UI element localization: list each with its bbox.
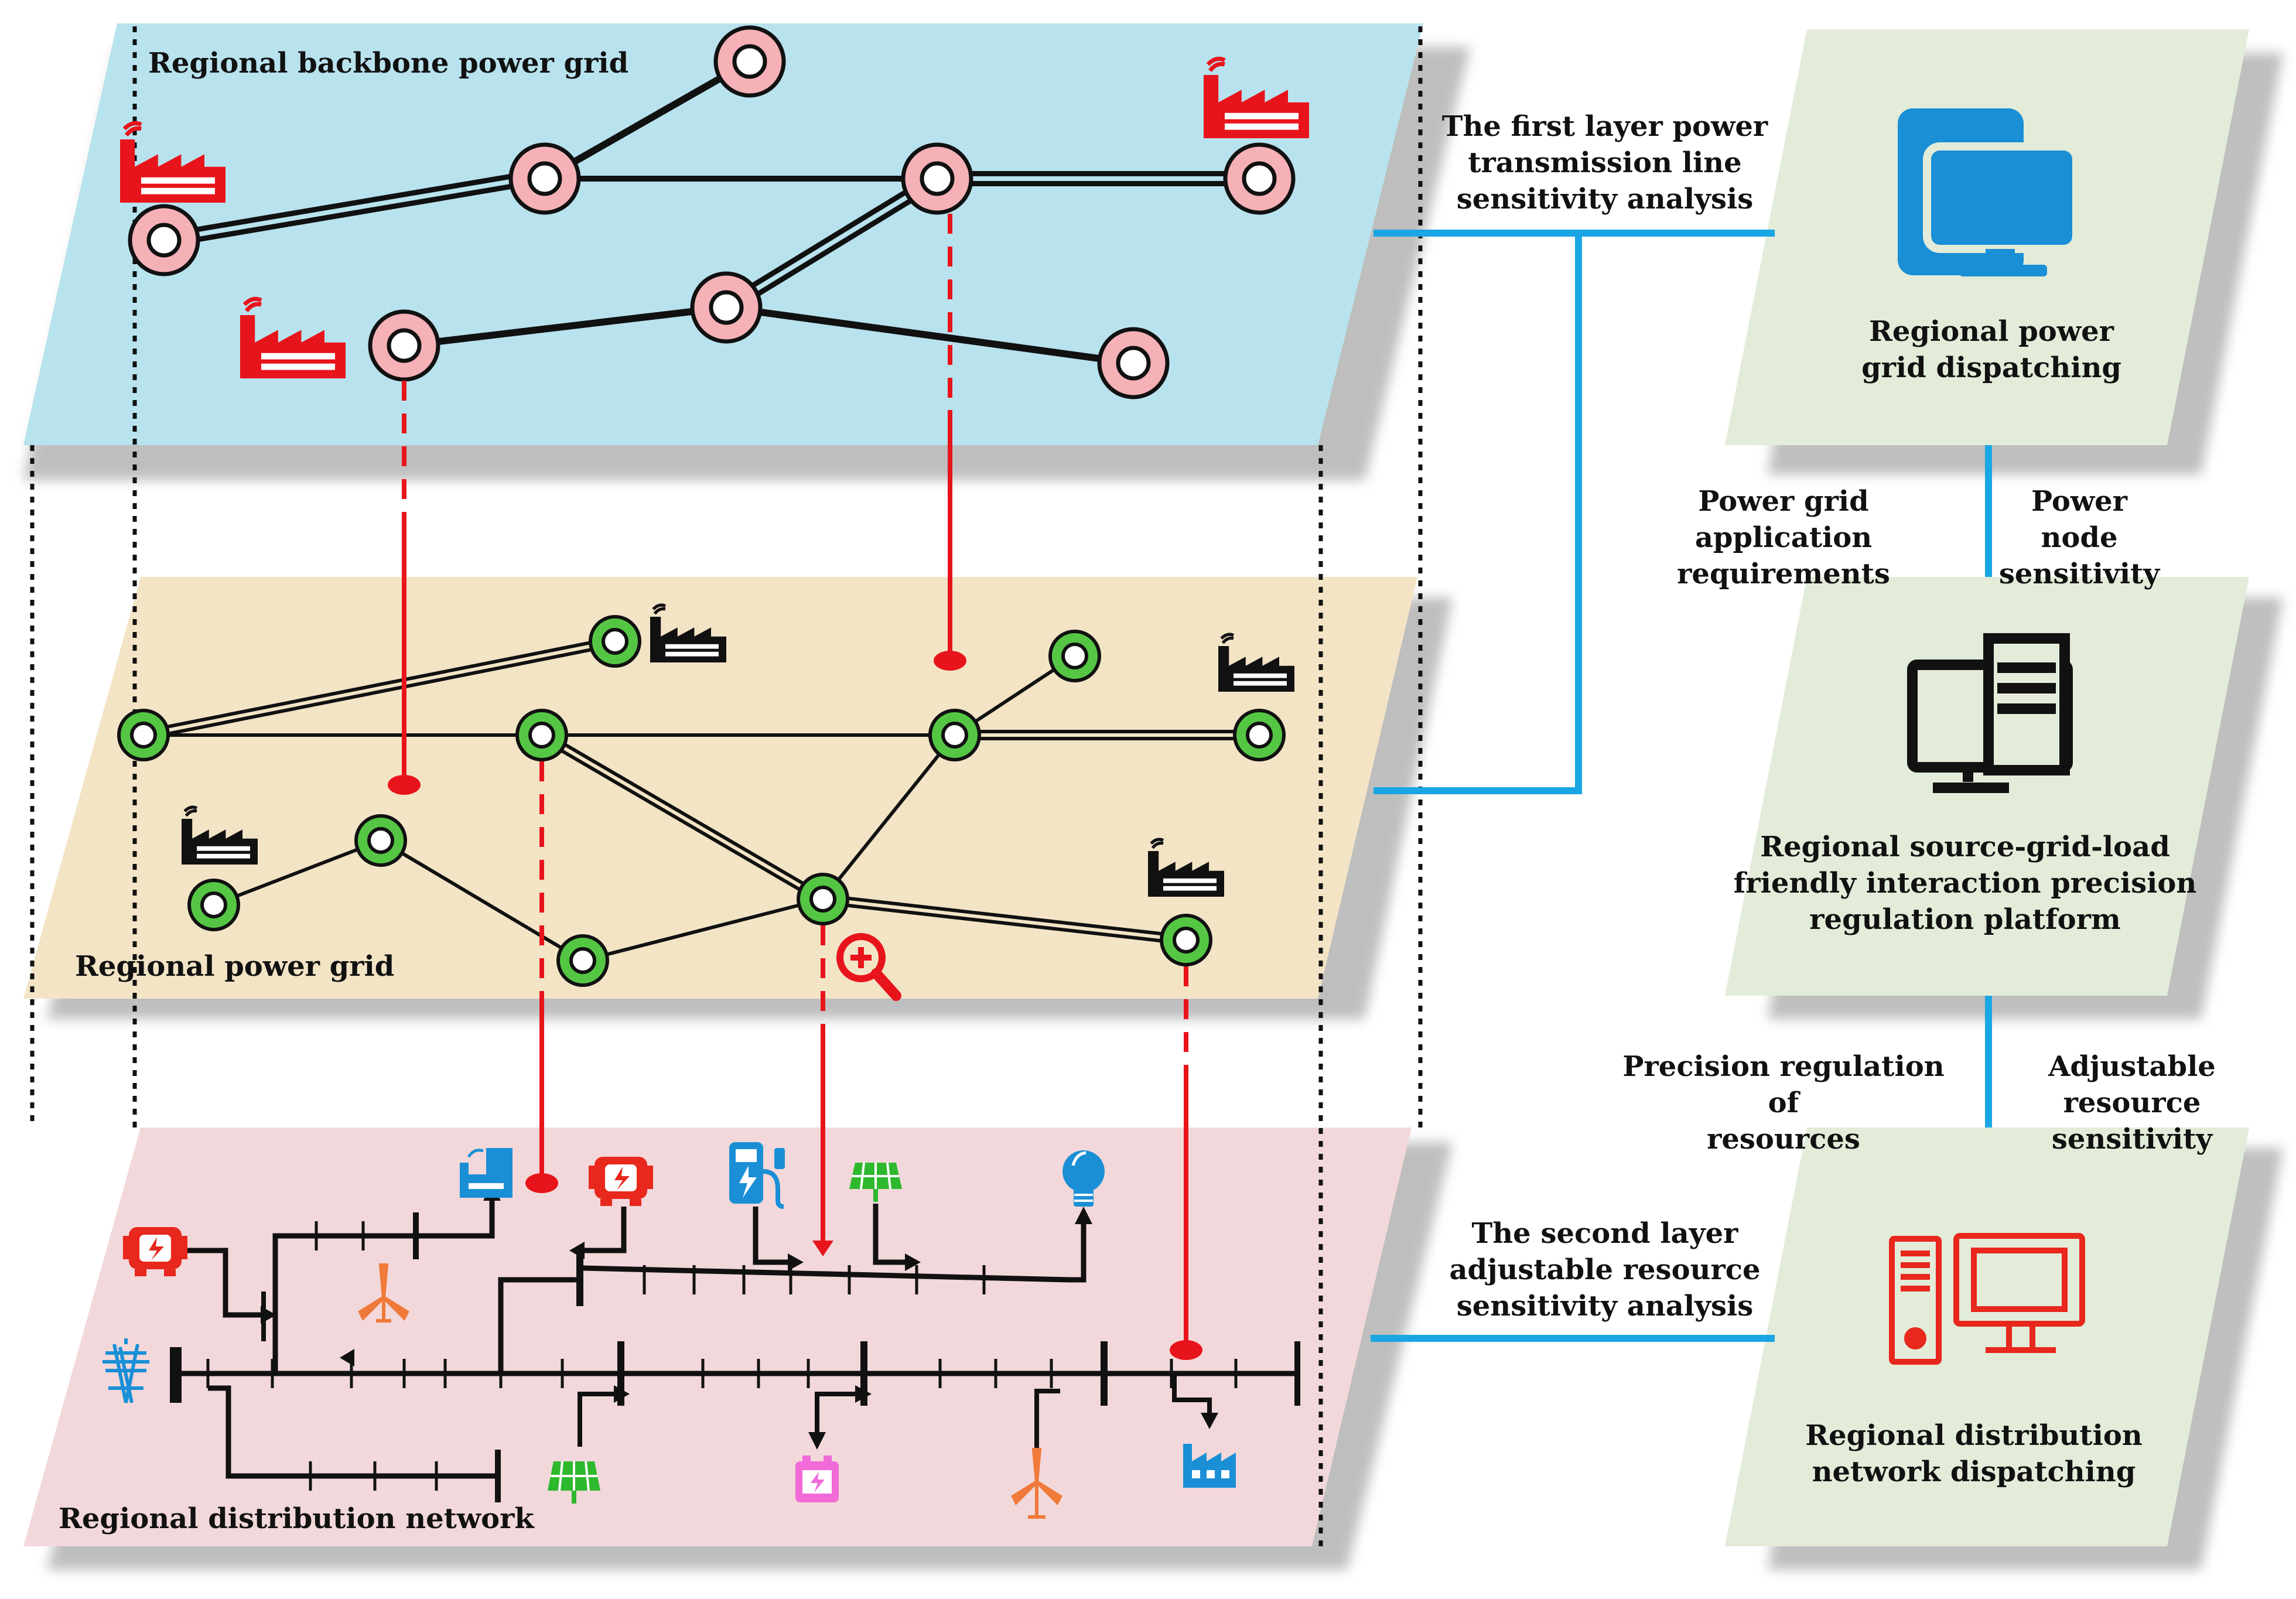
wind-turbine-icon xyxy=(358,1263,409,1323)
platform-mid-label: Regional source-grid-load friendly inter… xyxy=(1733,831,2197,936)
backbone-node xyxy=(368,309,440,382)
transmission-tower-icon xyxy=(102,1338,149,1403)
regional-node xyxy=(354,814,407,867)
second-layer-connector-label: The second layer adjustable resource sen… xyxy=(1449,1217,1761,1323)
regional-node xyxy=(117,709,170,761)
distribution-layer-plane xyxy=(23,1128,1412,1546)
wind-turbine-icon xyxy=(1011,1448,1062,1519)
regional-node xyxy=(1048,630,1101,682)
dual-monitor-icon xyxy=(1898,108,2080,276)
desktop-computer-icon xyxy=(1889,1233,2085,1365)
panel-dispatch-bottom xyxy=(1725,1128,2249,1546)
regional-layer-plane xyxy=(23,577,1417,999)
generator-icon xyxy=(123,1227,187,1276)
solar-panel-icon xyxy=(548,1461,600,1504)
light-bulb-icon xyxy=(1062,1150,1105,1207)
regional-node xyxy=(515,709,568,761)
magnifier-plus-icon xyxy=(836,933,901,1001)
workstation-icon xyxy=(1907,633,2073,793)
regional-node xyxy=(556,934,609,987)
blue-connectors xyxy=(1371,230,1992,1342)
link-endpoints xyxy=(388,651,1202,1360)
backbone-grid-lines xyxy=(162,58,1259,367)
backbone-node xyxy=(901,142,973,215)
backbone-node xyxy=(508,142,581,215)
backbone-node xyxy=(690,271,763,344)
inter-layer-links xyxy=(402,214,1188,1350)
power-plant-icon xyxy=(460,1148,512,1198)
backbone-node xyxy=(1097,327,1170,399)
first-layer-connector-label: The first layer power transmission line … xyxy=(1441,110,1768,216)
adjustable-sensitivity-label: Adjustable resource sensitivity xyxy=(2048,1050,2216,1156)
regional-grid-lines xyxy=(142,636,1259,962)
regional-node xyxy=(1233,709,1286,761)
node-sensitivity-label: Power node sensitivity xyxy=(1998,485,2160,590)
regional-node xyxy=(589,615,641,668)
distribution-drops xyxy=(578,1374,1212,1453)
backbone-node xyxy=(713,25,786,98)
generator-icon xyxy=(589,1157,653,1206)
precision-regulation-label: Precision regulation of resources xyxy=(1622,1050,1945,1156)
app-requirements-label: Power grid application requirements xyxy=(1677,485,1890,590)
dispatch-bottom-label: Regional distribution network dispatchin… xyxy=(1805,1419,2143,1488)
regional-node xyxy=(928,709,981,761)
regional-node xyxy=(187,879,240,931)
dispatch-top-label: Regional power grid dispatching xyxy=(1861,315,2121,384)
regional-node xyxy=(797,873,849,925)
backbone-nodes xyxy=(128,25,1296,399)
regional-nodes xyxy=(117,615,1286,987)
regional-layer-label: Regional power grid xyxy=(75,950,395,983)
distribution-layer-label: Regional distribution network xyxy=(59,1502,534,1535)
backbone-layer-label: Regional backbone power grid xyxy=(148,47,629,80)
dotted-frame xyxy=(30,26,1423,1546)
solar-panel-icon xyxy=(849,1162,902,1202)
backbone-node xyxy=(1223,142,1296,215)
backbone-node xyxy=(128,204,200,276)
battery-icon xyxy=(795,1456,839,1502)
factory-icon xyxy=(1183,1444,1236,1488)
regional-node xyxy=(1160,914,1212,966)
ev-charger-icon xyxy=(729,1142,785,1209)
